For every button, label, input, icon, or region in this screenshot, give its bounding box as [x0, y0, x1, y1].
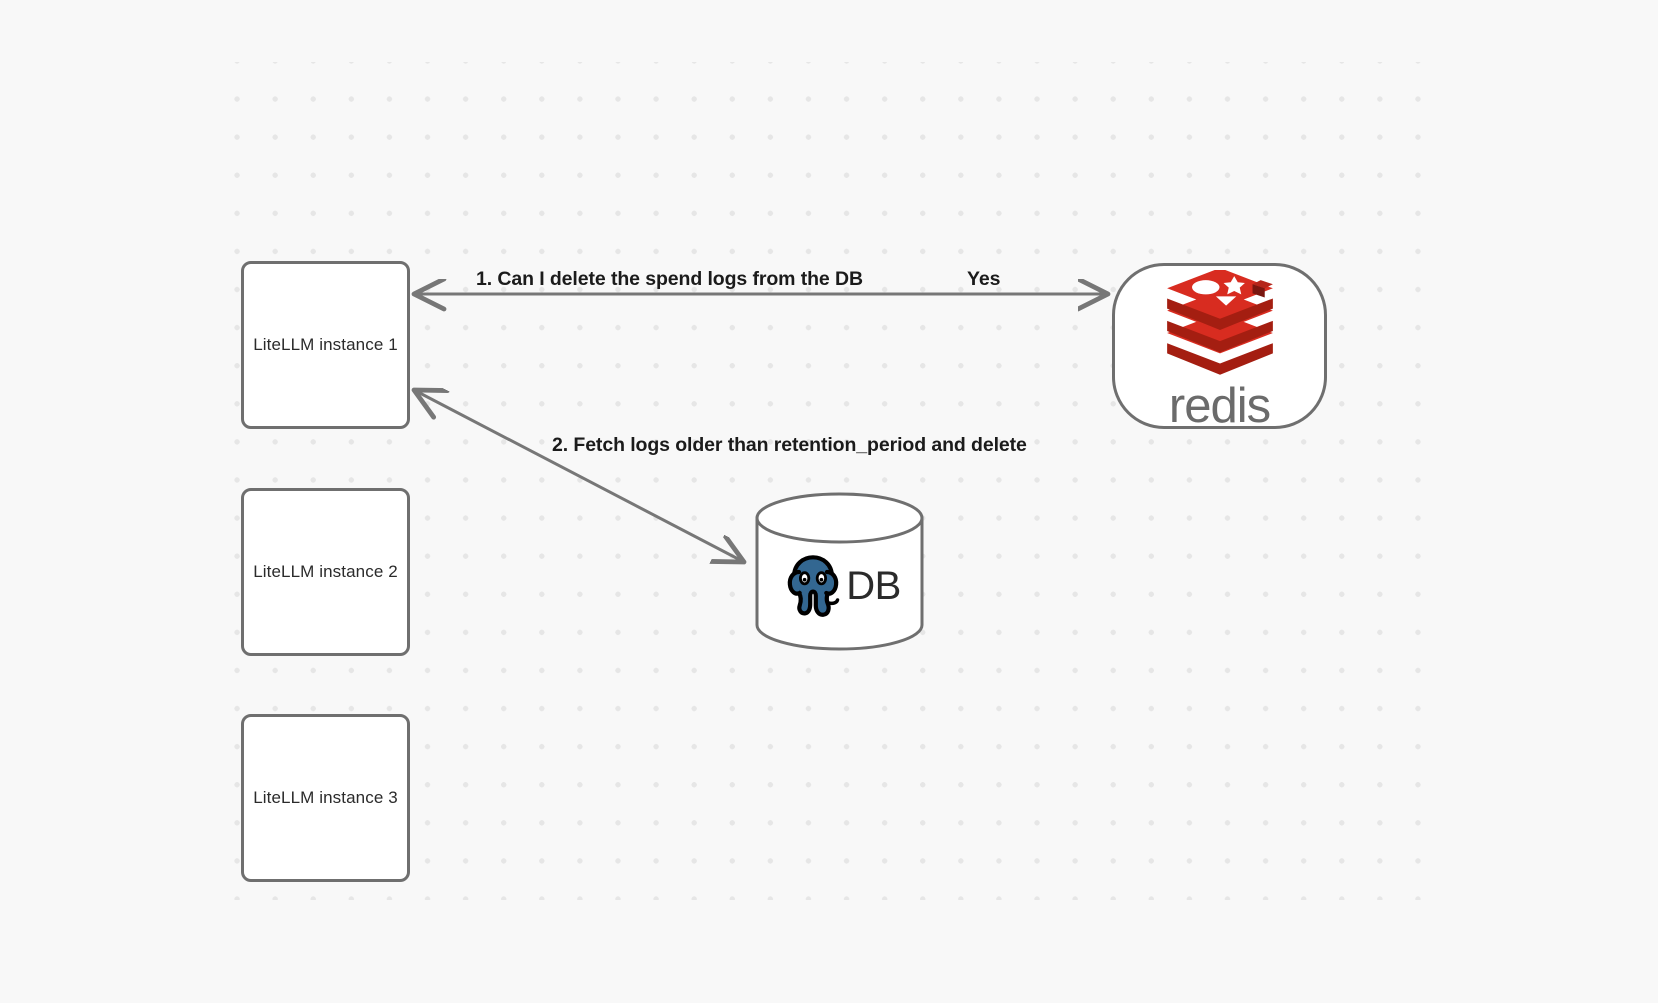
database-cylinder-shape [755, 492, 924, 651]
database-label: DB [846, 563, 901, 608]
node-litellm-instance-1-label: LiteLLM instance 1 [253, 335, 398, 354]
node-redis[interactable]: redis [1112, 263, 1327, 433]
redis-logo: redis [1159, 269, 1281, 433]
node-litellm-instance-2-label: LiteLLM instance 2 [253, 562, 398, 581]
node-database[interactable]: DB [754, 492, 925, 651]
edge-label-fetch-logs-retention: 2. Fetch logs older than retention_perio… [552, 434, 1027, 456]
node-litellm-instance-1[interactable]: LiteLLM instance 1 [241, 261, 410, 429]
node-litellm-instance-3-label: LiteLLM instance 3 [253, 788, 398, 807]
edge-label-delete-spend-logs: 1. Can I delete the spend logs from the … [476, 268, 863, 290]
node-litellm-instance-2[interactable]: LiteLLM instance 2 [241, 488, 410, 656]
edge-label-yes: Yes [967, 268, 1001, 290]
edge-db-litellm1 [414, 390, 744, 562]
postgresql-elephant-icon [787, 555, 840, 617]
node-litellm-instance-3[interactable]: LiteLLM instance 3 [241, 714, 410, 882]
redis-stack-icon [1166, 269, 1273, 375]
redis-wordmark: redis [1168, 378, 1271, 433]
